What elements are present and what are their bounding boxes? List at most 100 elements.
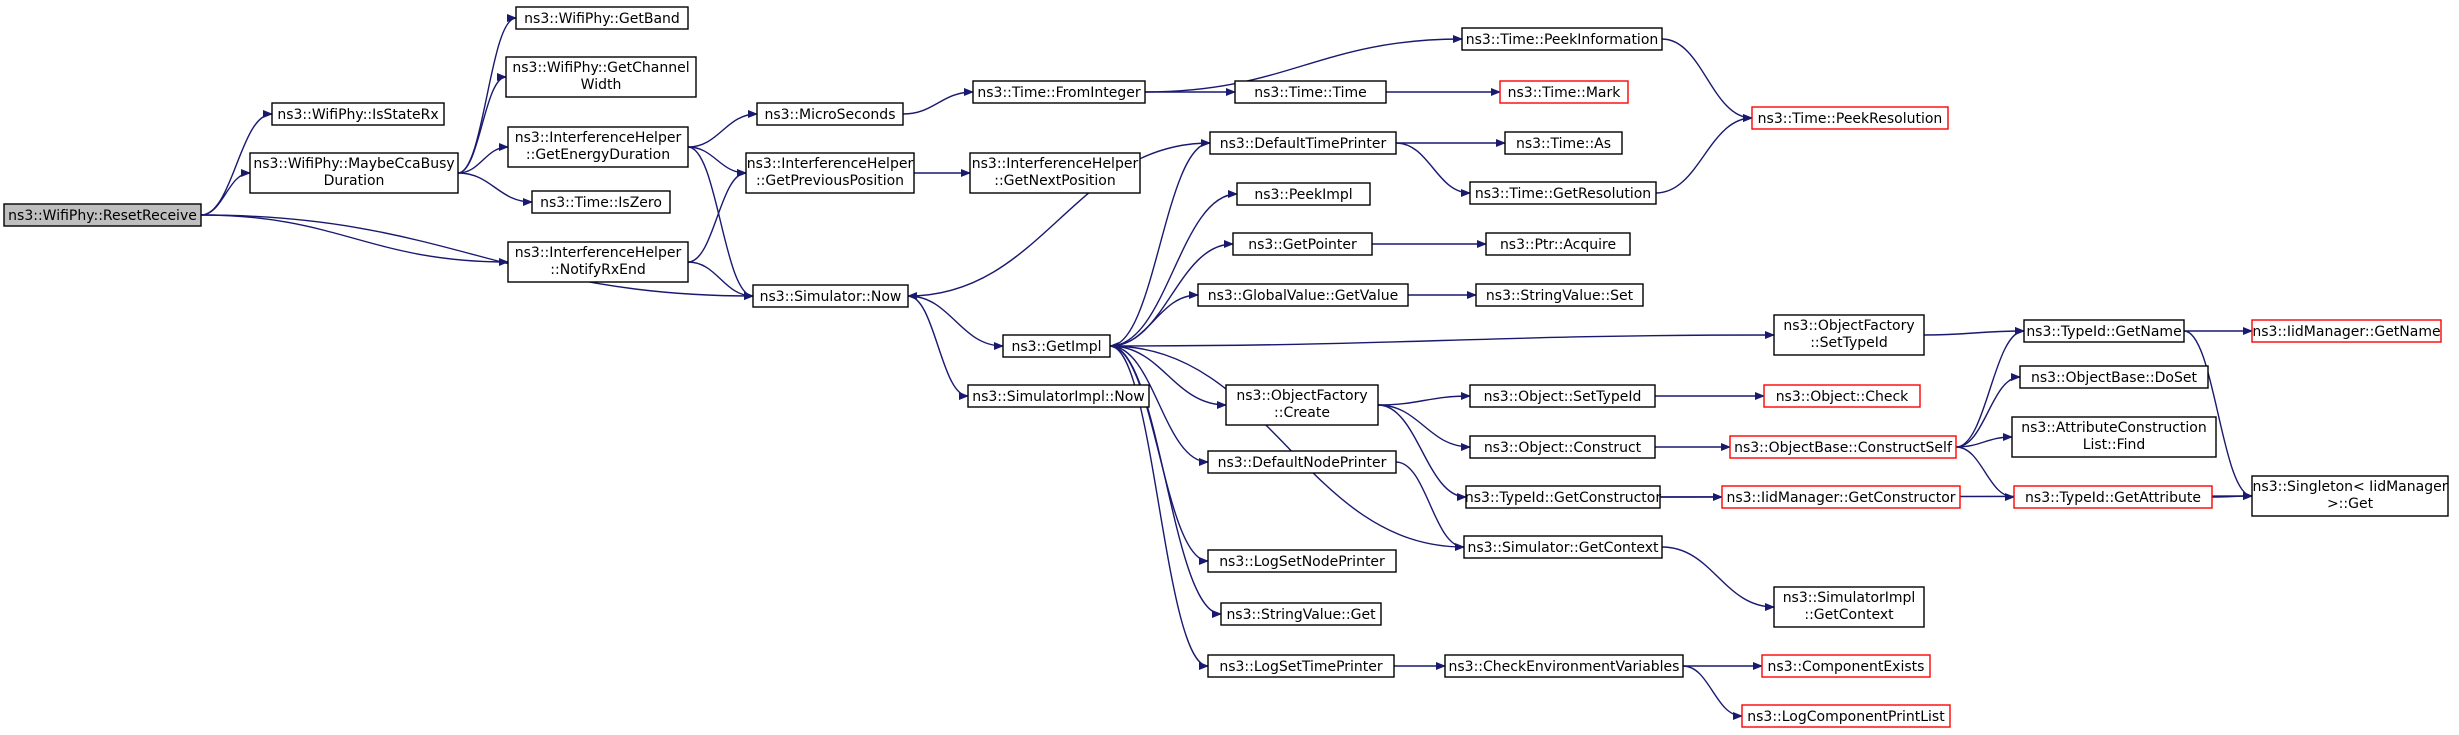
node-peek-impl[interactable]: ns3::PeekImpl <box>1236 182 1371 206</box>
node-get-energy-duration[interactable]: ns3::InterferenceHelper::GetEnergyDurati… <box>507 126 689 168</box>
node-label: ns3::ObjectBase::DoSet <box>2031 370 2197 386</box>
node-label: ns3::InterferenceHelper <box>747 156 914 172</box>
node-type-id-get-constructor[interactable]: ns3::TypeId::GetConstructor <box>1465 485 1661 509</box>
node-box <box>1763 384 1921 408</box>
node-peek-resolution[interactable]: ns3::Time::PeekResolution <box>1751 106 1949 130</box>
node-log-set-node-printer[interactable]: ns3::LogSetNodePrinter <box>1207 549 1397 573</box>
node-check-env-vars[interactable]: ns3::CheckEnvironmentVariables <box>1444 654 1684 678</box>
node-time-as[interactable]: ns3::Time::As <box>1504 131 1623 155</box>
node-obj-factory-create[interactable]: ns3::ObjectFactory::Create <box>1225 384 1379 426</box>
node-get-impl[interactable]: ns3::GetImpl <box>1002 334 1111 358</box>
node-sim-now[interactable]: ns3::Simulator::Now <box>752 284 909 308</box>
node-default-node-printer[interactable]: ns3::DefaultNodePrinter <box>1207 450 1397 474</box>
node-notify-rx-end[interactable]: ns3::InterferenceHelper::NotifyRxEnd <box>507 241 689 283</box>
node-sim-get-context[interactable]: ns3::Simulator::GetContext <box>1463 535 1663 559</box>
edge-obj-factory-create-to-object-construct <box>1377 404 1471 451</box>
node-from-integer[interactable]: ns3::Time::FromInteger <box>972 80 1146 104</box>
node-box <box>271 102 445 126</box>
node-box <box>1236 182 1371 206</box>
node-time-mark[interactable]: ns3::Time::Mark <box>1499 80 1629 104</box>
edge-default-time-printer-to-get-resolution <box>1395 142 1471 197</box>
node-box <box>1469 384 1656 408</box>
node-obj-factory-set-type-id[interactable]: ns3::ObjectFactory::SetTypeId <box>1773 314 1925 356</box>
node-label: ns3::Time::GetResolution <box>1475 186 1651 202</box>
edge-sim-get-context-to-get-impl <box>1109 342 1465 548</box>
node-label: ns3::GetPointer <box>1248 237 1357 253</box>
node-object-construct[interactable]: ns3::Object::Construct <box>1469 435 1656 459</box>
edge-maybe-cca-to-time-is-zero <box>457 172 533 206</box>
node-get-prev-pos[interactable]: ns3::InterferenceHelper::GetPreviousPosi… <box>745 152 915 194</box>
node-box <box>1721 485 1961 509</box>
node-get-band[interactable]: ns3::WifiPhy::GetBand <box>515 6 689 30</box>
node-box <box>1232 232 1373 256</box>
node-label: ns3::LogComponentPrintList <box>1747 709 1945 725</box>
node-get-attribute[interactable]: ns3::TypeId::GetAttribute <box>2013 485 2213 509</box>
node-iid-get-name[interactable]: ns3::IidManager::GetName <box>2251 319 2442 343</box>
node-get-pointer[interactable]: ns3::GetPointer <box>1232 232 1373 256</box>
node-box <box>1234 80 1387 104</box>
node-box <box>515 6 689 30</box>
edge-maybe-cca-to-get-channel-width <box>457 73 507 174</box>
node-label: ns3::ComponentExists <box>1768 659 1925 675</box>
node-label: ns3::DefaultNodePrinter <box>1218 455 1387 471</box>
node-ptr-acquire[interactable]: ns3::Ptr::Acquire <box>1485 232 1631 256</box>
node-type-id-get-name[interactable]: ns3::TypeId::GetName <box>2023 319 2185 343</box>
node-label: ns3::IidManager::GetConstructor <box>1726 490 1955 506</box>
node-default-time-printer[interactable]: ns3::DefaultTimePrinter <box>1209 131 1397 155</box>
node-reset-receive[interactable]: ns3::WifiPhy::ResetReceive <box>3 203 202 227</box>
node-micro-seconds[interactable]: ns3::MicroSeconds <box>756 102 904 126</box>
node-label: ns3::ObjectFactory <box>1236 388 1367 404</box>
node-get-next-pos[interactable]: ns3::InterferenceHelper::GetNextPosition <box>969 152 1141 194</box>
node-label: Duration <box>324 173 385 189</box>
node-box <box>2019 365 2209 389</box>
edge-get-impl-to-global-get-value <box>1109 291 1199 347</box>
node-label: ns3::InterferenceHelper <box>515 245 682 261</box>
node-box <box>1475 283 1644 307</box>
node-label: ns3::LogSetTimePrinter <box>1219 659 1383 675</box>
node-string-value-set[interactable]: ns3::StringValue::Set <box>1475 283 1644 307</box>
node-box <box>531 190 671 214</box>
edge-notify-rx-end-to-sim-now <box>687 261 754 300</box>
node-do-set[interactable]: ns3::ObjectBase::DoSet <box>2019 365 2209 389</box>
edge-type-id-get-name-to-singleton-get <box>2183 330 2253 500</box>
node-time-time[interactable]: ns3::Time::Time <box>1234 80 1387 104</box>
node-box <box>249 152 459 194</box>
node-label: ns3::LogSetNodePrinter <box>1219 554 1385 570</box>
node-box <box>1465 485 1661 509</box>
node-object-set-type-id[interactable]: ns3::Object::SetTypeId <box>1469 384 1656 408</box>
node-construct-self[interactable]: ns3::ObjectBase::ConstructSelf <box>1729 435 1957 459</box>
edge-obj-factory-create-to-type-id-get-constructor <box>1377 404 1467 501</box>
node-global-get-value[interactable]: ns3::GlobalValue::GetValue <box>1197 283 1409 307</box>
node-label: List::Find <box>2083 437 2146 453</box>
node-box <box>967 384 1150 408</box>
node-box <box>756 102 904 126</box>
edge-sim-now-to-sim-impl-now <box>907 295 969 400</box>
node-get-resolution[interactable]: ns3::Time::GetResolution <box>1469 181 1657 205</box>
node-box <box>1225 384 1379 426</box>
node-time-is-zero[interactable]: ns3::Time::IsZero <box>531 190 671 214</box>
node-label: ns3::GetImpl <box>1011 339 1101 355</box>
call-nodes: ns3::WifiPhy::ResetReceive ns3::WifiPhy::… <box>3 6 2449 728</box>
node-component-exists[interactable]: ns3::ComponentExists <box>1761 654 1931 678</box>
node-singleton-get[interactable]: ns3::Singleton< IidManager>::Get <box>2251 475 2449 517</box>
node-box <box>1207 654 1395 678</box>
edge-get-resolution-to-peek-resolution <box>1655 114 1753 194</box>
node-sim-impl-get-context[interactable]: ns3::SimulatorImpl::GetContext <box>1773 586 1925 628</box>
node-label: ns3::StringValue::Set <box>1486 288 1634 304</box>
node-label: ns3::MicroSeconds <box>764 107 895 123</box>
node-log-set-time-printer[interactable]: ns3::LogSetTimePrinter <box>1207 654 1395 678</box>
node-sim-impl-now[interactable]: ns3::SimulatorImpl::Now <box>967 384 1150 408</box>
node-iid-get-constructor[interactable]: ns3::IidManager::GetConstructor <box>1721 485 1961 509</box>
node-log-component-print-list[interactable]: ns3::LogComponentPrintList <box>1741 704 1951 728</box>
node-box <box>2023 319 2185 343</box>
node-object-check[interactable]: ns3::Object::Check <box>1763 384 1921 408</box>
node-string-value-get[interactable]: ns3::StringValue::Get <box>1220 602 1382 626</box>
node-peek-info[interactable]: ns3::Time::PeekInformation <box>1461 27 1663 51</box>
node-label: ::GetContext <box>1804 607 1894 623</box>
edge-default-node-printer-to-sim-get-context <box>1395 461 1465 551</box>
node-is-state-rx[interactable]: ns3::WifiPhy::IsStateRx <box>271 102 445 126</box>
